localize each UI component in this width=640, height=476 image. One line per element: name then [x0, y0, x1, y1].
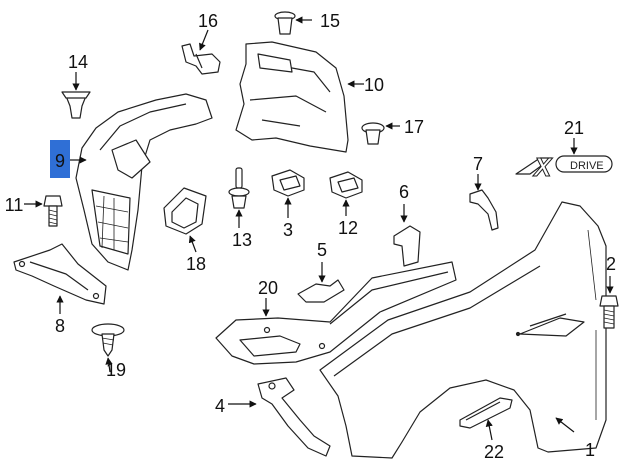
part-clip-17 — [361, 122, 385, 145]
callout-19[interactable]: 19 — [106, 360, 126, 380]
part-screw-19 — [91, 323, 125, 357]
callout-18[interactable]: 18 — [186, 254, 206, 274]
callout-6[interactable]: 6 — [399, 182, 409, 202]
emblem-word: DRIVE — [570, 160, 604, 172]
callout-15[interactable]: 15 — [320, 11, 340, 31]
callout-21[interactable]: 21 — [564, 118, 584, 138]
part-clip-15 — [274, 11, 296, 35]
part-emblem — [515, 155, 613, 175]
callout-12[interactable]: 12 — [338, 218, 358, 238]
callout-4[interactable]: 4 — [215, 396, 225, 416]
part-clip-5 — [297, 279, 345, 303]
part-bracket-8 — [13, 243, 107, 305]
callout-5[interactable]: 5 — [317, 240, 327, 260]
part-bolt-11 — [43, 195, 63, 227]
callout-10[interactable]: 10 — [364, 75, 384, 95]
callout-7[interactable]: 7 — [473, 154, 483, 174]
callout-14[interactable]: 14 — [68, 52, 88, 72]
callout-9-highlight — [50, 140, 70, 178]
part-side-marker — [459, 397, 513, 429]
part-bracket-16 — [181, 43, 221, 75]
part-wheel-arch-liner — [75, 93, 213, 271]
part-bracket-7 — [469, 189, 499, 231]
part-clip-14 — [61, 91, 91, 119]
callout-8[interactable]: 8 — [55, 316, 65, 336]
part-cover-18 — [163, 187, 207, 235]
callout-9[interactable]: 9 — [55, 151, 65, 171]
callout-16[interactable]: 16 — [198, 11, 218, 31]
part-clip-13 — [228, 167, 250, 209]
part-bracket-6 — [393, 225, 421, 267]
part-lower-shield — [215, 261, 457, 365]
callout-20[interactable]: 20 — [258, 278, 278, 298]
callout-22[interactable]: 22 — [484, 442, 504, 462]
part-fender — [319, 201, 607, 459]
part-clip-3 — [271, 169, 305, 197]
callout-17[interactable]: 17 — [404, 117, 424, 137]
part-bolt-2 — [599, 295, 619, 329]
emblem-x: X — [532, 152, 553, 182]
callout-1[interactable]: 1 — [585, 440, 595, 460]
callout-3[interactable]: 3 — [283, 220, 293, 240]
part-upper-shield — [235, 41, 349, 153]
part-clip-12 — [329, 171, 363, 199]
part-bracket-4 — [257, 377, 331, 457]
callout-11[interactable]: 11 — [5, 195, 24, 215]
callout-2[interactable]: 2 — [606, 254, 616, 274]
callout-13[interactable]: 13 — [232, 230, 252, 250]
